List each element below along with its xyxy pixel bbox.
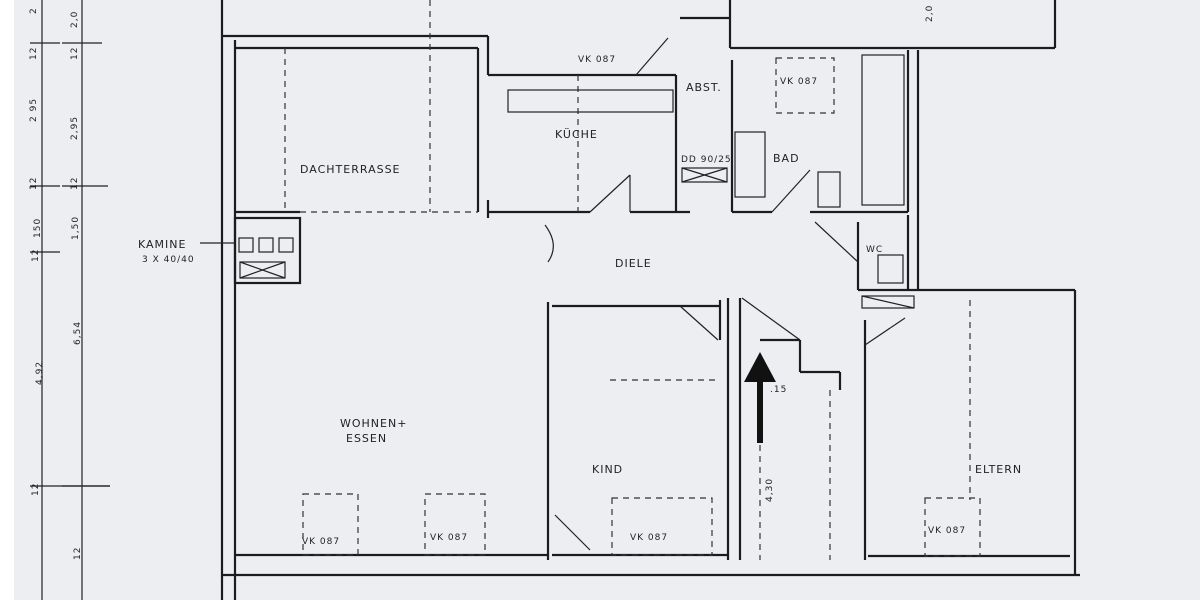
dim-inner-1: 12: [70, 47, 80, 60]
dim-outer-5: 12: [31, 249, 41, 262]
room-label-kueche: KÜCHE: [555, 128, 598, 141]
room-label-eltern: ELTERN: [975, 463, 1022, 476]
kamine-label: KAMINE: [138, 238, 186, 251]
room-label-bad: BAD: [773, 152, 800, 165]
duct-label: DD 90/25: [681, 155, 732, 165]
dim-outer-0: 2: [29, 7, 39, 14]
window-markers: [302, 57, 981, 557]
window-label: VK 087: [578, 55, 616, 65]
page-margin: [0, 0, 14, 600]
window-label: VK 087: [430, 533, 468, 543]
dim-outer-7: 12: [31, 483, 41, 496]
doors: [544, 37, 906, 551]
dim-inner-6: 12: [73, 547, 83, 560]
dim-outer-4: 150: [33, 218, 43, 238]
dimension-chain-inner: 2,0 12 2,95 12 1,50 6,54 12: [62, 0, 110, 600]
stair-step-dim: .15: [770, 385, 787, 395]
dim-outer-3: 12: [29, 177, 39, 190]
dimension-chain-outer: 2 12 2 95 12 150 12 4,92 12: [29, 0, 110, 600]
walls: [220, 0, 1080, 600]
fixtures: [507, 54, 915, 309]
stair-depth-dim: 4,30: [765, 478, 775, 502]
dim-inner-3: 12: [70, 177, 80, 190]
window-label: VK 087: [630, 533, 668, 543]
kamine-size-label: 3 X 40/40: [142, 255, 195, 265]
dim-inner-0: 2,0: [70, 11, 80, 28]
dim-outer-6: 4,92: [35, 361, 45, 385]
dashed-guides: [284, 0, 971, 560]
fireplace-flues: [200, 216, 302, 285]
room-label-diele: DIELE: [615, 257, 652, 270]
dim-outer-1: 12: [29, 47, 39, 60]
window-label: VK 087: [302, 537, 340, 547]
room-label-essen: ESSEN: [346, 432, 387, 445]
dim-inner-5: 6,54: [73, 321, 83, 345]
room-label-dachterrasse: DACHTERRASSE: [300, 163, 401, 176]
room-label-wohnen: WOHNEN+: [340, 417, 407, 430]
room-label-wc: WC: [866, 245, 883, 255]
dim-outer-2: 2 95: [29, 98, 39, 122]
room-label-abst: ABST.: [686, 81, 722, 94]
room-label-kind: KIND: [592, 463, 623, 476]
dim-right-top: 2,0: [925, 5, 935, 22]
stair-arrow-icon: [744, 352, 776, 443]
window-label: VK 087: [780, 77, 818, 87]
window-label: VK 087: [928, 526, 966, 536]
dim-inner-4: 1,50: [71, 216, 81, 240]
dim-inner-2: 2,95: [70, 116, 80, 140]
